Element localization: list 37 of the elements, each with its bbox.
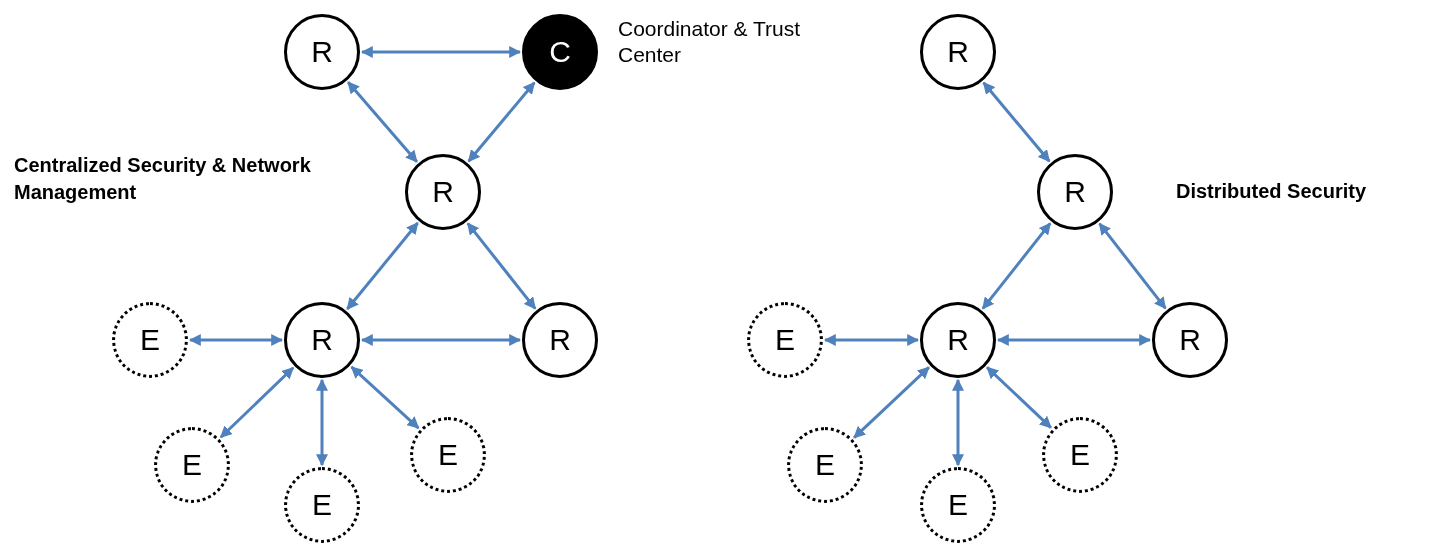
double-arrow <box>986 366 1052 429</box>
end-device-circle: E <box>284 467 360 543</box>
double-arrow <box>853 366 930 439</box>
router-circle: R <box>920 302 996 378</box>
double-arrow <box>982 81 1051 163</box>
double-arrow <box>350 365 420 430</box>
double-arrow <box>1098 222 1167 310</box>
end-device-circle: E <box>920 467 996 543</box>
end-device-circle: E <box>1042 417 1118 493</box>
router-circle: R <box>1152 302 1228 378</box>
section-title: Centralized Security & Network Management <box>14 153 312 205</box>
double-arrow <box>360 334 522 346</box>
end-device-circle: E <box>747 302 823 378</box>
double-arrow <box>981 222 1052 310</box>
double-arrow <box>316 378 328 467</box>
router-circle: R <box>522 302 598 378</box>
double-arrow <box>188 334 284 346</box>
section-title: Distributed Security <box>1176 179 1368 204</box>
end-device-circle: E <box>112 302 188 378</box>
router-circle: R <box>920 14 996 90</box>
double-arrow <box>346 222 419 310</box>
double-arrow <box>996 334 1152 346</box>
router-circle: R <box>1037 154 1113 230</box>
router-circle: R <box>405 154 481 230</box>
coordinator-circle: C <box>522 14 598 90</box>
router-circle: R <box>284 302 360 378</box>
double-arrow <box>347 81 418 163</box>
node-caption: Coordinator & Trust Center <box>618 16 802 69</box>
double-arrow <box>467 81 536 163</box>
double-arrow <box>466 222 537 310</box>
double-arrow <box>360 46 522 58</box>
double-arrow <box>219 366 295 439</box>
router-circle: R <box>284 14 360 90</box>
double-arrow <box>952 378 964 467</box>
end-device-circle: E <box>787 427 863 503</box>
end-device-circle: E <box>410 417 486 493</box>
end-device-circle: E <box>154 427 230 503</box>
